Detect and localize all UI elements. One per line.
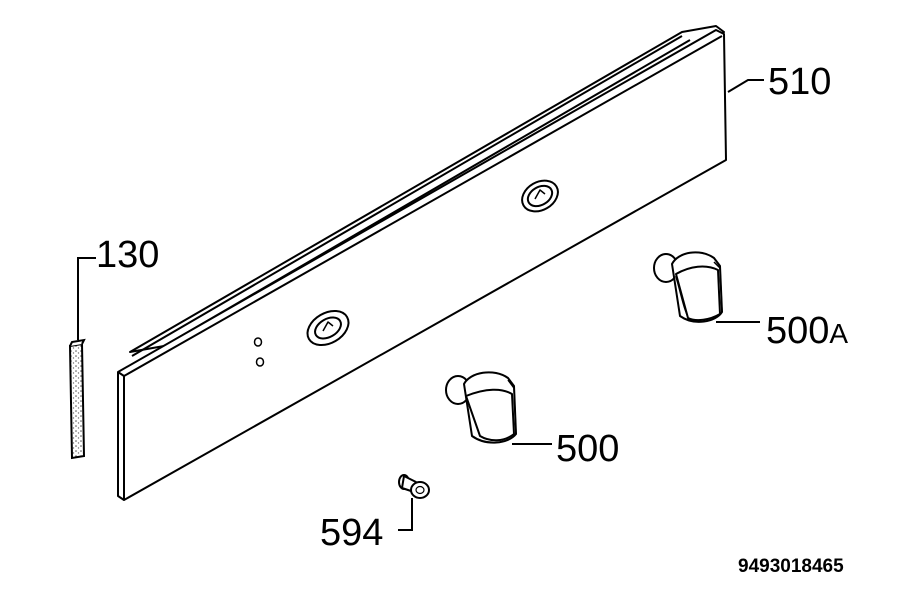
callout-500a: 500A xyxy=(766,312,848,350)
button-594 xyxy=(398,474,430,499)
callout-130: 130 xyxy=(96,234,160,276)
leader-510 xyxy=(727,79,764,93)
callout-500a-number: 500 xyxy=(766,310,830,352)
knob-hole-left xyxy=(306,309,350,347)
leader-lines xyxy=(77,79,764,531)
callout-510: 510 xyxy=(768,61,832,103)
leader-130 xyxy=(77,257,96,340)
knob-500a xyxy=(653,251,723,323)
callout-594: 594 xyxy=(320,512,384,554)
control-panel-510 xyxy=(117,25,727,501)
indicator-holes xyxy=(253,337,265,367)
strip-130 xyxy=(68,338,86,460)
callout-500a-suffix: A xyxy=(829,318,849,349)
document-number: 9493018465 xyxy=(738,556,844,577)
leader-594 xyxy=(398,498,413,531)
callout-500: 500 xyxy=(556,428,620,470)
knob-hole-right xyxy=(521,179,559,213)
knob-500 xyxy=(445,371,517,444)
